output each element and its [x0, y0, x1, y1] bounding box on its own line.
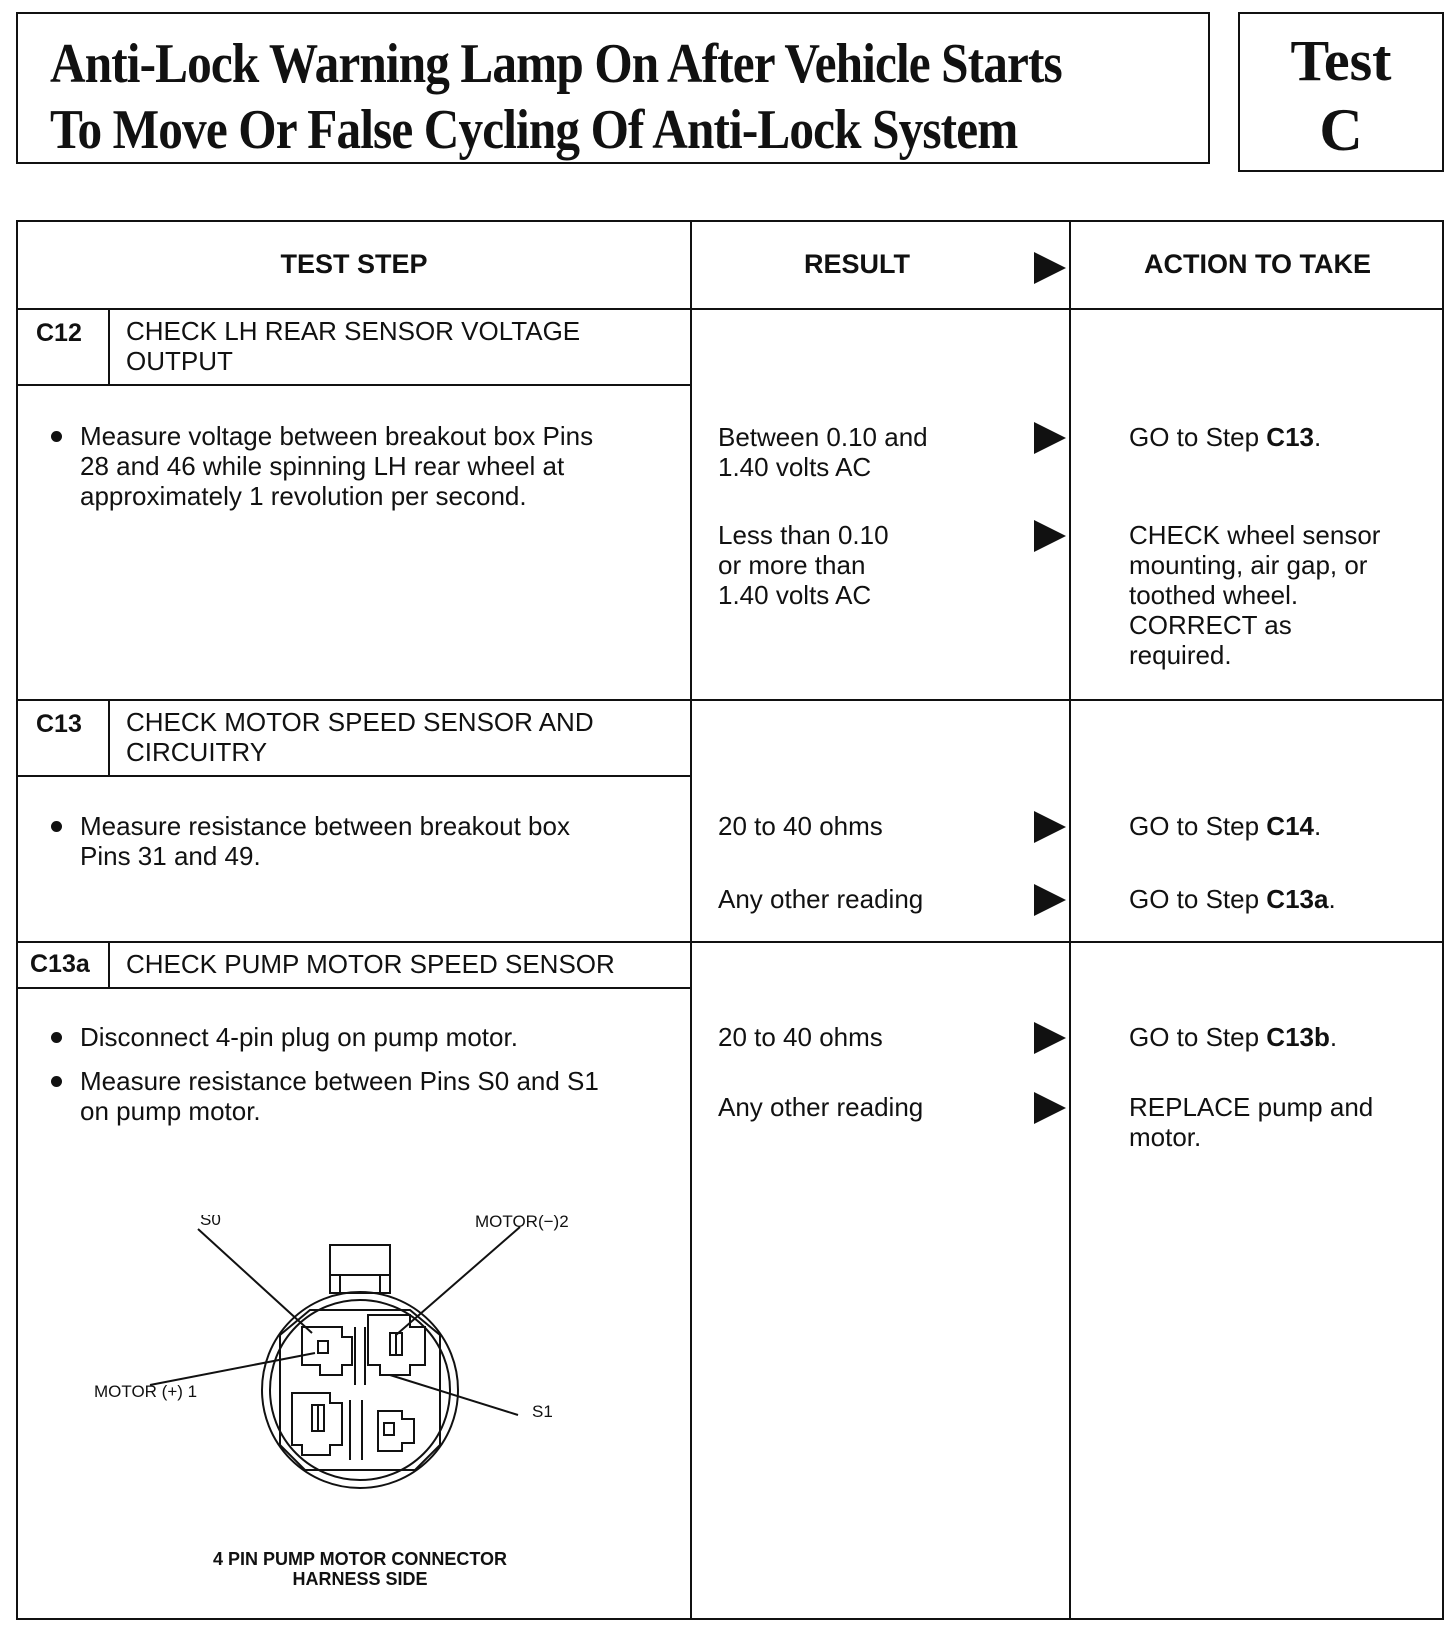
connector-outer-ring [261, 1291, 459, 1489]
leader-motor-negative [395, 1226, 521, 1336]
step-instruction: Measure resistance between breakout box … [80, 811, 570, 871]
header-result: RESULT [804, 249, 910, 279]
result-text: Between 0.10 and 1.40 volts AC [718, 422, 928, 482]
step-instruction: Disconnect 4-pin plug on pump motor. [80, 1022, 518, 1052]
bullet-icon [51, 1076, 62, 1087]
step-id-c12: C12 [36, 319, 82, 347]
header-divider [18, 308, 1442, 310]
step-heading-c13a: CHECK PUMP MOTOR SPEED SENSOR [126, 949, 615, 979]
result-arrow-icon [1034, 422, 1066, 454]
result-arrow-icon [1034, 811, 1066, 843]
action-text: GO to Step C14. [1129, 811, 1322, 841]
step-heading-divider [18, 384, 692, 386]
step-instruction: Measure resistance between Pins S0 and S… [80, 1066, 599, 1126]
leader-s0 [197, 1228, 313, 1334]
pump-motor-connector-diagram: S0 MOTOR(−)2 MOTOR (+) 1 S1 4 PIN PUMP M… [94, 1215, 569, 1589]
test-badge-word: Test [1290, 28, 1392, 93]
step-divider [18, 699, 1442, 701]
result-text: 20 to 40 ohms [718, 811, 883, 841]
terminal-s1 [377, 1410, 415, 1452]
step-heading-c13: CHECK MOTOR SPEED SENSOR AND CIRCUITRY [126, 707, 594, 767]
result-arrow-icon [1034, 1022, 1066, 1054]
step-id-c13: C13 [36, 710, 82, 738]
test-badge: Test C [1238, 12, 1444, 172]
step-heading-c12: CHECK LH REAR SENSOR VOLTAGE OUTPUT [126, 316, 581, 376]
step-id-divider [108, 310, 110, 386]
step-heading-divider [18, 775, 692, 777]
step-heading-divider [18, 987, 692, 989]
header-arrow-icon [1034, 252, 1066, 284]
result-text: Any other reading [718, 1092, 924, 1122]
result-text: 20 to 40 ohms [718, 1022, 883, 1052]
label-s1: S1 [532, 1402, 553, 1421]
action-text: GO to Step C13a. [1129, 884, 1336, 914]
step-instruction: Measure voltage between breakout box Pin… [80, 421, 594, 511]
diagram-caption-line-1: 4 PIN PUMP MOTOR CONNECTOR [213, 1549, 507, 1569]
result-arrow-icon [1034, 884, 1066, 916]
title-box: Anti-Lock Warning Lamp On After Vehicle … [16, 12, 1210, 164]
label-motor-negative: MOTOR(−)2 [475, 1215, 569, 1231]
result-text: Any other reading [718, 884, 924, 914]
action-text: GO to Step C13b. [1129, 1022, 1338, 1052]
step-id-divider [108, 943, 110, 988]
title-line-1: Anti-Lock Warning Lamp On After Vehicle … [50, 33, 1063, 95]
result-arrow-icon [1034, 1092, 1066, 1124]
label-s0: S0 [200, 1215, 221, 1229]
test-table: TEST STEP RESULT ACTION TO TAKE C12 CHEC… [16, 220, 1444, 1620]
leader-s1 [389, 1374, 519, 1416]
test-badge-letter: C [1319, 97, 1363, 163]
result-text: Less than 0.10 or more than 1.40 volts A… [718, 520, 889, 610]
label-motor-positive: MOTOR (+) 1 [94, 1382, 197, 1401]
action-text: CHECK wheel sensor mounting, air gap, or… [1129, 520, 1381, 670]
column-divider-1 [690, 222, 692, 1618]
bullet-icon [51, 1032, 62, 1043]
action-text: REPLACE pump and motor. [1129, 1092, 1374, 1152]
step-id-divider [108, 701, 110, 777]
action-text: GO to Step C13. [1129, 422, 1322, 452]
step-divider [18, 941, 1442, 943]
title-line-2: To Move Or False Cycling Of Anti-Lock Sy… [50, 99, 1018, 161]
step-id-c13a: C13a [30, 950, 90, 978]
terminal-motor-positive [291, 1392, 343, 1456]
result-arrow-icon [1034, 520, 1066, 552]
terminal-s0 [301, 1326, 353, 1376]
header-test-step: TEST STEP [280, 249, 428, 279]
column-divider-2 [1069, 222, 1071, 1618]
leader-motor-positive [149, 1352, 316, 1386]
header-action: ACTION TO TAKE [1144, 249, 1371, 279]
bullet-icon [51, 431, 62, 442]
diagram-caption-line-2: HARNESS SIDE [292, 1569, 427, 1589]
bullet-icon [51, 821, 62, 832]
